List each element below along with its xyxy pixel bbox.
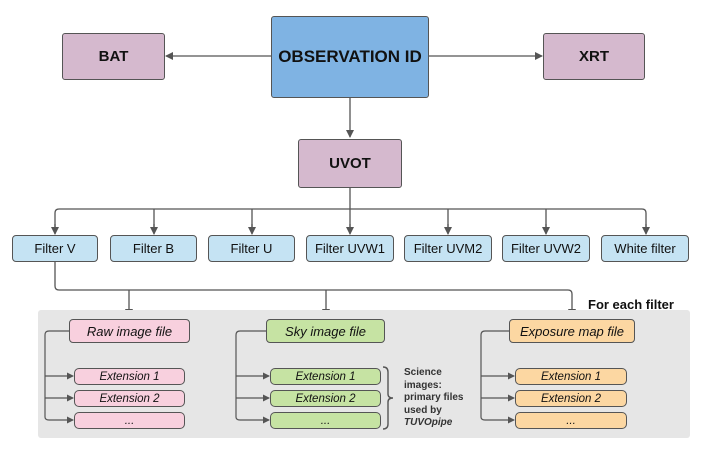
science-brace bbox=[382, 366, 394, 430]
raw-image-file-box: Raw image file bbox=[69, 319, 190, 343]
extension-label: ... bbox=[566, 414, 576, 427]
file-label: Raw image file bbox=[86, 323, 173, 339]
extension-box: ... bbox=[74, 412, 185, 429]
filter-to-files bbox=[54, 262, 576, 317]
observation-id-box: OBSERVATION ID bbox=[271, 16, 429, 98]
extension-box: Extension 2 bbox=[74, 390, 185, 407]
for-each-filter-panel: Raw image file Extension 1 Extension 2 .… bbox=[38, 310, 690, 438]
filter-v-box: Filter V bbox=[12, 235, 98, 262]
xrt-label: XRT bbox=[579, 48, 609, 65]
filter-label: Filter UVW1 bbox=[314, 241, 386, 256]
filter-label: White filter bbox=[614, 241, 676, 256]
filter-b-box: Filter B bbox=[110, 235, 197, 262]
uvot-label: UVOT bbox=[329, 155, 371, 172]
sky-image-file-box: Sky image file bbox=[266, 319, 385, 343]
extension-box: ... bbox=[270, 412, 381, 429]
extension-label: Extension 1 bbox=[99, 370, 160, 383]
file-label: Exposure map file bbox=[519, 323, 625, 339]
extension-box: Extension 2 bbox=[515, 390, 627, 407]
extension-label: Extension 2 bbox=[295, 392, 356, 405]
panel-title: For each filter bbox=[588, 297, 674, 312]
exposure-map-file-box: Exposure map file bbox=[509, 319, 635, 343]
note-tool: TUVOpipe bbox=[404, 417, 453, 428]
white-filter-box: White filter bbox=[601, 235, 689, 262]
filter-label: Filter UVW2 bbox=[510, 241, 582, 256]
extension-box: Extension 1 bbox=[270, 368, 381, 385]
extension-label: ... bbox=[320, 414, 331, 427]
note-line: Science bbox=[404, 367, 442, 378]
extension-box: ... bbox=[515, 412, 627, 429]
xrt-box: XRT bbox=[543, 33, 645, 80]
extension-label: Extension 2 bbox=[99, 392, 160, 405]
panel-connectors bbox=[44, 330, 515, 430]
filter-arrowheads bbox=[51, 224, 650, 235]
extension-label: Extension 1 bbox=[295, 370, 356, 383]
uvot-box: UVOT bbox=[298, 139, 402, 188]
filter-label: Filter UVM2 bbox=[413, 241, 483, 256]
extension-label: Extension 1 bbox=[540, 370, 602, 383]
extension-box: Extension 1 bbox=[515, 368, 627, 385]
extension-label: ... bbox=[124, 414, 135, 427]
filter-label: Filter V bbox=[34, 241, 76, 256]
bat-label: BAT bbox=[98, 48, 129, 65]
observation-id-label: OBSERVATION ID bbox=[278, 47, 422, 66]
filter-label: Filter B bbox=[132, 241, 175, 256]
note-line: images: bbox=[404, 379, 442, 391]
file-label: Sky image file bbox=[285, 323, 366, 339]
filter-uvm2-box: Filter UVM2 bbox=[404, 235, 492, 262]
bat-box: BAT bbox=[62, 33, 165, 80]
filter-label: Filter U bbox=[230, 241, 273, 256]
note-line: primary files bbox=[404, 392, 464, 403]
extension-box: Extension 1 bbox=[74, 368, 185, 385]
filter-u-box: Filter U bbox=[208, 235, 295, 262]
extension-box: Extension 2 bbox=[270, 390, 381, 407]
note-line: used by bbox=[404, 404, 442, 416]
filter-uvw1-box: Filter UVW1 bbox=[306, 235, 394, 262]
extension-label: Extension 2 bbox=[540, 392, 602, 405]
science-note: Science images: primary files used by TU… bbox=[404, 367, 463, 430]
filter-uvw2-box: Filter UVW2 bbox=[502, 235, 590, 262]
